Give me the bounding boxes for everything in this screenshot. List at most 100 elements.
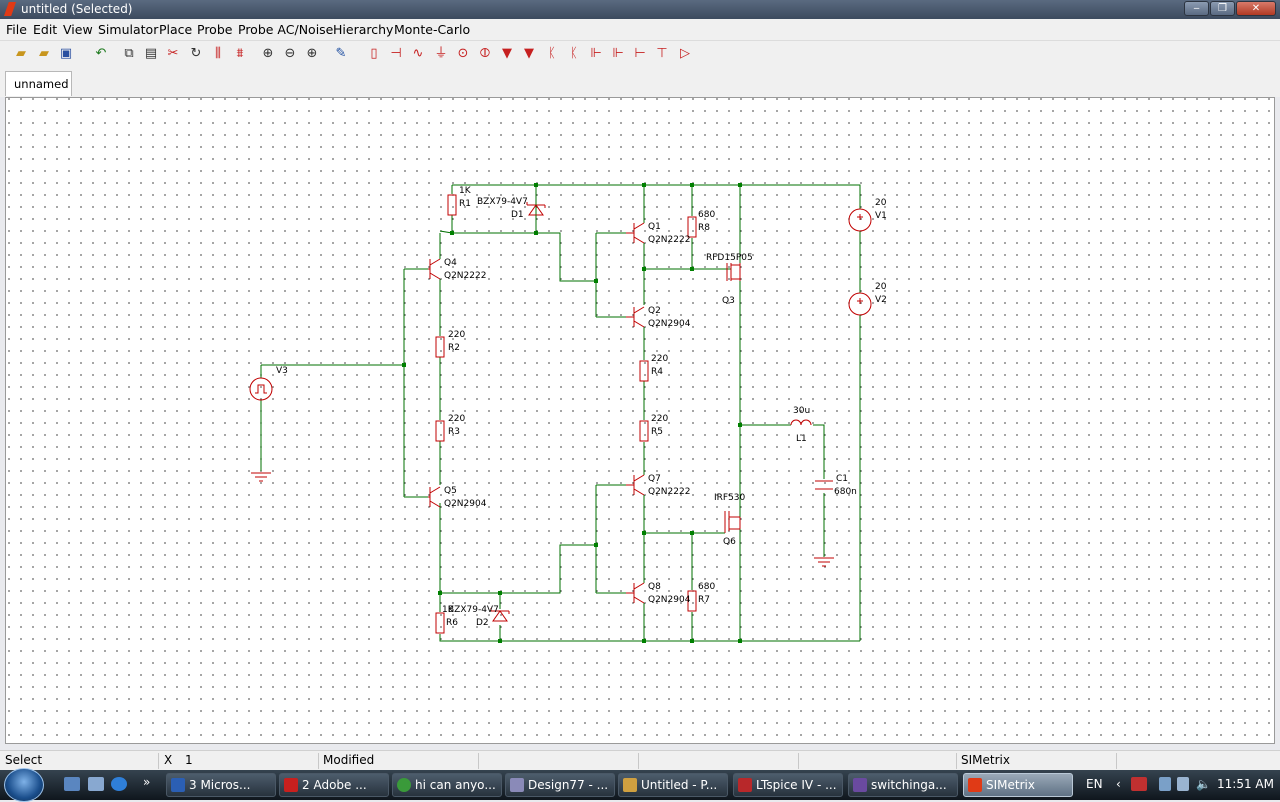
menu-probe[interactable]: Probe xyxy=(197,22,233,37)
task-ltspice[interactable]: LTspice IV - ... xyxy=(733,773,843,797)
r1-value: 1K xyxy=(459,186,472,196)
v1-ref: V1 xyxy=(875,211,887,221)
wires xyxy=(260,184,861,642)
capacitor-c1[interactable] xyxy=(815,480,833,490)
resistor-r1[interactable] xyxy=(447,194,457,216)
pnp-icon[interactable]: ᛕ xyxy=(570,46,578,61)
source-v3[interactable] xyxy=(249,377,273,401)
show-hidden-icons[interactable]: ‹ xyxy=(1116,777,1121,791)
transistor-q1[interactable] xyxy=(626,222,645,244)
new-folder-icon[interactable]: ▰ xyxy=(39,46,49,61)
zoom-fit-icon[interactable]: ⊕ xyxy=(262,46,274,61)
quick-launch-more[interactable]: » xyxy=(143,775,151,789)
inductor-l1[interactable] xyxy=(790,419,812,426)
status-mode: Select xyxy=(5,753,43,767)
internet-explorer-icon[interactable] xyxy=(111,777,127,791)
task-simetrix[interactable]: SIMetrix xyxy=(963,773,1073,797)
menu-file[interactable]: File xyxy=(6,22,27,37)
schematic-canvas[interactable]: 1K R1 BZX79-4V7 D1 Q1 Q2N2222 680 R8 RFD… xyxy=(5,97,1275,744)
npn-icon[interactable]: ᛕ xyxy=(548,46,556,61)
flip-icon[interactable]: ⩩ xyxy=(236,46,244,61)
resistor-r3[interactable] xyxy=(435,420,445,442)
paste-icon[interactable]: ▤ xyxy=(144,46,158,61)
switch-icon[interactable]: ⊢ xyxy=(634,46,646,61)
menu-monte-carlo[interactable]: Monte-Carlo xyxy=(394,22,471,37)
undo-icon[interactable]: ↶ xyxy=(95,46,107,61)
v3-ref: V3 xyxy=(276,366,288,376)
ground-icon[interactable]: ⏚ xyxy=(434,46,448,61)
task-switching[interactable]: switchinga... xyxy=(848,773,958,797)
menu-view[interactable]: View xyxy=(63,22,93,37)
jfet-icon[interactable]: ⊤ xyxy=(656,46,668,61)
source-v1[interactable] xyxy=(848,208,872,232)
zoom-in-icon[interactable]: ⊕ xyxy=(306,46,318,61)
transistor-q8[interactable] xyxy=(626,582,645,604)
mosfet-q3[interactable] xyxy=(726,263,741,281)
mosfet-q6[interactable] xyxy=(724,511,741,533)
task-word[interactable]: 3 Micros... xyxy=(166,773,276,797)
resistor-r2[interactable] xyxy=(435,336,445,358)
inductor-icon[interactable]: ∿ xyxy=(412,46,424,61)
clock[interactable]: 11:51 AM xyxy=(1217,777,1274,791)
task-design77[interactable]: Design77 - ... xyxy=(505,773,615,797)
resistor-r6[interactable] xyxy=(435,612,445,634)
copy-icon[interactable]: ⧉ xyxy=(124,46,134,61)
open-folder-icon[interactable]: ▰ xyxy=(16,46,26,61)
task-adobe[interactable]: 2 Adobe ... xyxy=(279,773,389,797)
menu-hierarchy[interactable]: Hierarchy xyxy=(333,22,394,37)
network-tray-icon[interactable] xyxy=(1131,777,1147,791)
pmos-icon[interactable]: ⊩ xyxy=(612,46,624,61)
network-monitor-icon[interactable] xyxy=(1177,777,1189,791)
resistor-r8[interactable] xyxy=(687,216,697,238)
menu-edit[interactable]: Edit xyxy=(33,22,58,37)
status-x-value: 1 xyxy=(185,753,193,767)
switch-windows-icon[interactable] xyxy=(88,777,104,791)
task-chrome[interactable]: hi can anyo... xyxy=(392,773,502,797)
resistor-r5[interactable] xyxy=(639,420,649,442)
nmos-icon[interactable]: ⊩ xyxy=(590,46,602,61)
status-divider xyxy=(318,753,319,769)
minimize-button[interactable]: ‒ xyxy=(1184,1,1209,16)
maximize-button[interactable]: ❐ xyxy=(1210,1,1235,16)
menu-simulator[interactable]: Simulator xyxy=(98,22,159,37)
resistor-r4[interactable] xyxy=(639,360,649,382)
task-paint[interactable]: Untitled - P... xyxy=(618,773,728,797)
ground-v3[interactable] xyxy=(251,472,271,482)
cut-icon[interactable]: ✂ xyxy=(167,46,179,61)
probe-icon[interactable]: ⦷ xyxy=(479,46,491,61)
tab-unnamed[interactable]: unnamed xyxy=(5,71,72,96)
diode-icon[interactable]: ▼ xyxy=(502,46,512,61)
wire-pen-icon[interactable]: ✎ xyxy=(335,46,347,61)
r6-value: 1K xyxy=(442,605,455,615)
menu-probe-ac-noise[interactable]: Probe AC/Noise xyxy=(238,22,334,37)
transistor-q2[interactable] xyxy=(626,306,645,328)
ground-c1[interactable] xyxy=(814,557,834,567)
opamp-icon[interactable]: ▷ xyxy=(680,46,690,61)
zener-d1[interactable] xyxy=(526,185,546,233)
resistor-icon[interactable]: ▯ xyxy=(370,46,378,61)
close-button[interactable]: ✕ xyxy=(1236,1,1276,16)
simetrix-logo-icon xyxy=(4,2,16,16)
language-indicator[interactable]: EN xyxy=(1086,777,1103,791)
menu-place[interactable]: Place xyxy=(159,22,193,37)
word-icon xyxy=(171,778,185,792)
transistor-q5[interactable] xyxy=(428,486,441,508)
volume-icon[interactable]: 🔈 xyxy=(1196,777,1211,791)
save-icon[interactable]: ▣ xyxy=(59,46,73,61)
source-v2[interactable] xyxy=(848,292,872,316)
resistor-r7[interactable] xyxy=(687,590,697,612)
transistor-q4[interactable] xyxy=(428,233,441,280)
capacitor-icon[interactable]: ⊣ xyxy=(390,46,402,61)
zener-d2[interactable] xyxy=(490,608,510,622)
zoom-out-icon[interactable]: ⊖ xyxy=(284,46,296,61)
rotate-icon[interactable]: ↻ xyxy=(190,46,202,61)
status-divider xyxy=(638,753,639,769)
start-button[interactable] xyxy=(4,768,44,802)
mirror-icon[interactable]: ⫼ xyxy=(215,46,221,61)
device-tray-icon[interactable] xyxy=(1159,777,1171,791)
transistor-q7[interactable] xyxy=(626,474,645,496)
zener-icon[interactable]: ▼ xyxy=(524,46,534,61)
show-desktop-icon[interactable] xyxy=(64,777,80,791)
q8-ref: Q8 xyxy=(648,582,661,592)
source-icon[interactable]: ⊙ xyxy=(457,46,469,61)
